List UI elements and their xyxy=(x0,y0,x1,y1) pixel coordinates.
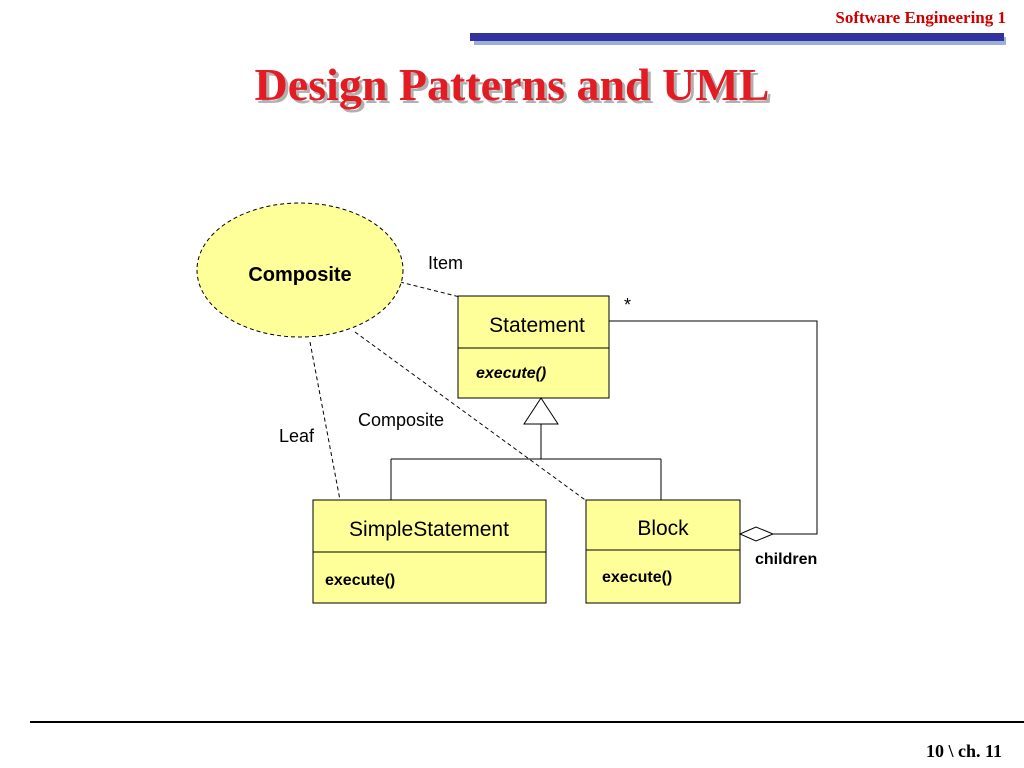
aggregation-diamond xyxy=(738,526,775,542)
aggregation-line xyxy=(609,320,818,535)
block-class-name: Block xyxy=(637,517,689,540)
statement-class: Statement execute() xyxy=(457,295,610,399)
page-number: 10 \ ch. 11 xyxy=(925,741,1002,761)
composite-pattern-ellipse xyxy=(196,202,404,338)
block-method: execute() xyxy=(602,569,672,586)
generalization-triangle xyxy=(523,397,559,425)
slide-title: Design Patterns and UML xyxy=(254,59,770,110)
statement-method: execute() xyxy=(476,365,546,382)
simplestatement-class-name: SimpleStatement xyxy=(349,518,509,541)
simplestatement-method: execute() xyxy=(325,572,395,589)
footer-divider xyxy=(30,721,1024,723)
children-role-label: children xyxy=(755,551,817,568)
multiplicity-label: * xyxy=(624,295,631,315)
composite-role-label: Composite xyxy=(358,410,444,430)
course-header: Software Engineering 1 xyxy=(835,8,1006,27)
item-role-connector xyxy=(399,281,461,298)
statement-class-name: Statement xyxy=(489,314,585,337)
simplestatement-class: SimpleStatement execute() xyxy=(312,499,547,604)
header-bar xyxy=(470,33,1004,41)
composite-pattern-label: Composite xyxy=(248,264,351,286)
block-class: Block execute() xyxy=(585,499,741,604)
leaf-role-connector xyxy=(309,341,341,501)
item-role-label: Item xyxy=(428,253,463,273)
leaf-role-label: Leaf xyxy=(279,426,315,446)
header-bar-shadow xyxy=(474,37,1006,45)
composite-role-connector xyxy=(354,331,589,503)
